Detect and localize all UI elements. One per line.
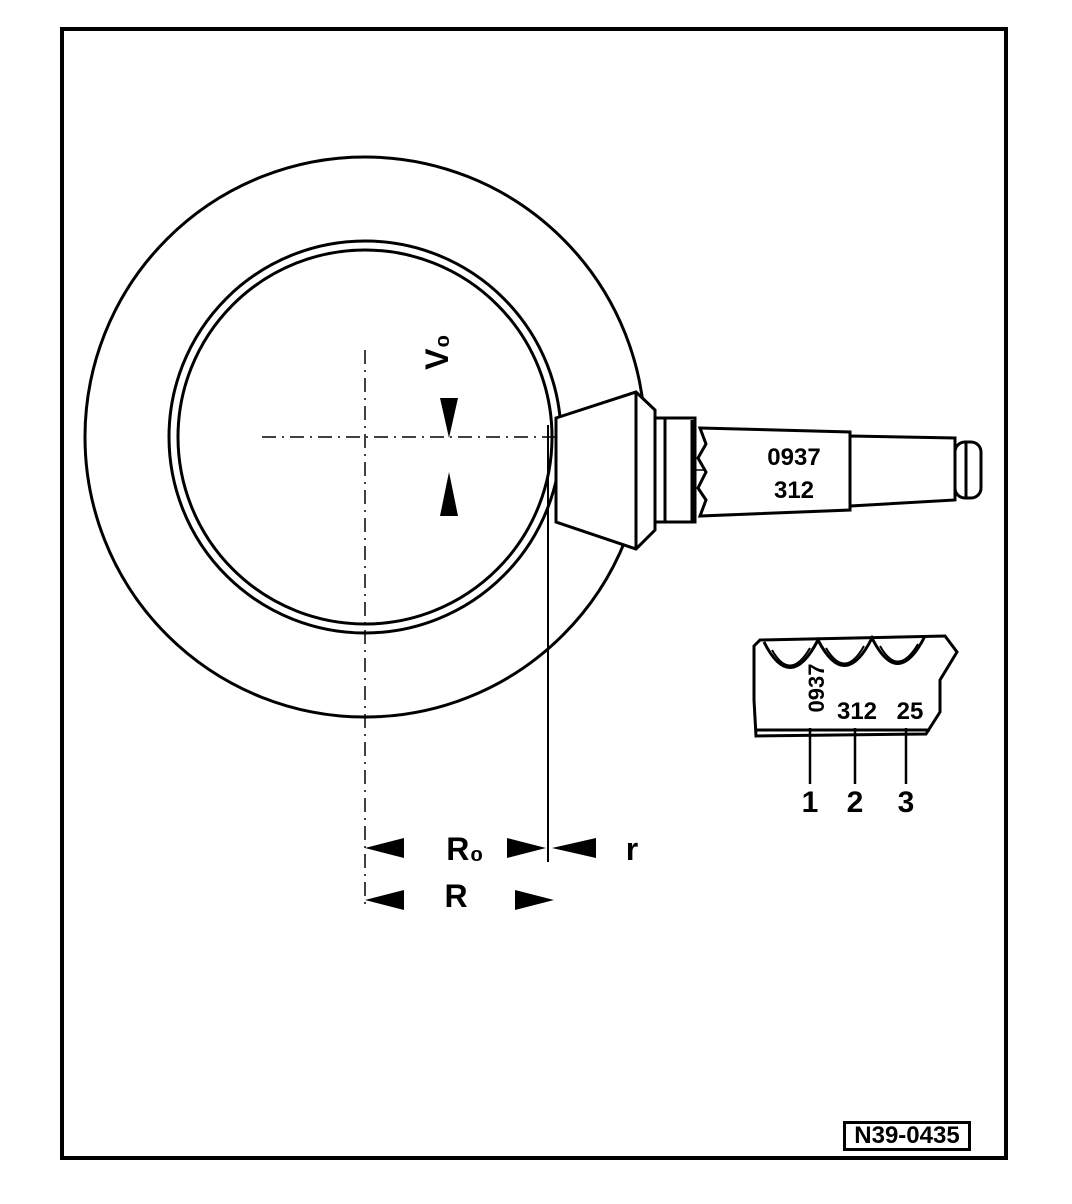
v0-dimension	[440, 398, 458, 516]
v0-arrow-down	[440, 398, 458, 438]
r-big-arrow-right	[515, 890, 554, 910]
tooth-detail-profile-inner	[771, 643, 919, 667]
callout-leaders	[808, 728, 908, 784]
tooth-detail-profile	[762, 634, 927, 669]
r-big-label: R	[444, 878, 467, 914]
pinion-shaft-tip	[953, 440, 983, 500]
tooth-detail-outline	[752, 634, 959, 738]
pinion-marking-line2: 312	[774, 477, 814, 504]
pinion-shaft-end	[848, 434, 957, 508]
callout-1: 1	[802, 786, 819, 819]
pinion	[554, 390, 983, 551]
v0-arrow-up	[440, 472, 458, 516]
gear-mark-1: 0937	[804, 664, 829, 713]
r0-label: R₀	[446, 831, 484, 867]
gear-mark-3: 25	[897, 698, 924, 725]
figure-reference: N39-0435	[843, 1121, 971, 1151]
diagram-frame	[60, 27, 1008, 1160]
pinion-marking-line1: 0937	[767, 444, 820, 471]
pinion-cone	[554, 390, 657, 551]
r-small-label: r	[626, 831, 638, 867]
pinion-collar	[653, 416, 697, 524]
gear-mark-2: 312	[837, 698, 877, 725]
r-big-arrow-left	[365, 890, 404, 910]
r-dimensions	[365, 838, 596, 910]
callout-2: 2	[847, 786, 864, 819]
v0-label: V₀	[419, 334, 455, 370]
r0-arrow-right	[507, 838, 546, 858]
gear-tooth-detail	[752, 634, 959, 738]
r0-arrow-left	[365, 838, 404, 858]
callout-3: 3	[898, 786, 915, 819]
r-small-arrow	[552, 838, 596, 858]
